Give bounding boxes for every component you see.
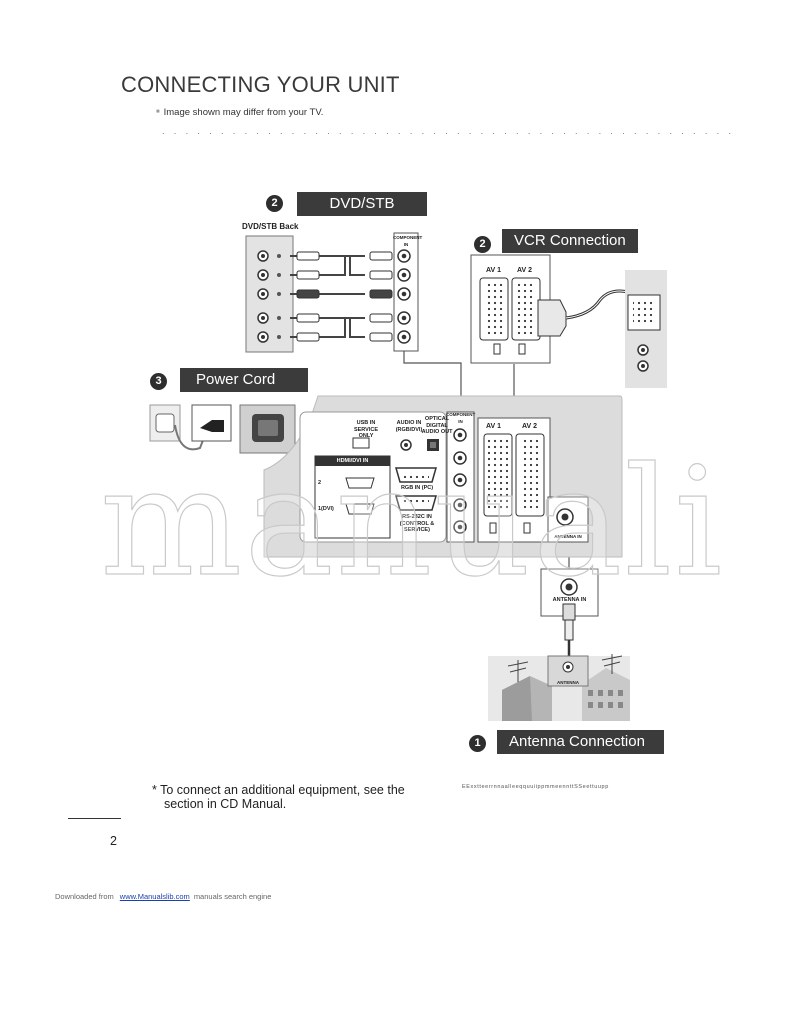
- image-note: Image shown may differ from your TV.: [156, 107, 324, 118]
- antenna-in-box: [540, 568, 599, 658]
- usb-label: USB IN SERVICE ONLY: [353, 420, 379, 439]
- audio-in-label: AUDIO IN (RGB/DVI): [395, 420, 423, 433]
- downloaded-from-text: Downloaded from: [55, 892, 114, 901]
- panel-component-label: COMPONENT IN: [446, 412, 476, 424]
- rgb-in-label: RGB IN (PC): [400, 485, 434, 491]
- rca-plugs: [296, 251, 393, 342]
- antenna-scene: [488, 654, 630, 721]
- vcr-av1-label: AV 1: [486, 267, 502, 274]
- page-title: CONNECTING YOUR UNIT: [121, 72, 400, 97]
- dotted-rule: . . . . . . . . . . . . . . . . . . . . …: [162, 126, 735, 136]
- power-step-badge: 3: [150, 373, 167, 390]
- rs232-label: RS-232C IN (CONTROL & SERVICE): [399, 514, 435, 533]
- footnote-line-2: section in CD Manual.: [164, 797, 287, 811]
- panel-av2-label: AV 2: [522, 423, 538, 430]
- antenna-connection-label: Antenna Connection: [497, 730, 664, 754]
- page-number-rule: [68, 818, 121, 819]
- optical-label: OPTICAL DIGITAL AUDIO OUT: [421, 416, 453, 435]
- section-tiny-text: EExxtteerrnnaalleeqquuiippmmeennttSSeett…: [462, 784, 609, 790]
- antenna-wall-label: ANTENNA: [557, 680, 579, 685]
- page-number: 2: [110, 834, 117, 848]
- antenna-step-badge: 1: [469, 735, 486, 752]
- vcr-box: [470, 254, 629, 364]
- power-cord: [149, 404, 296, 454]
- panel-antenna-in-label: ANTENNA IN: [554, 534, 582, 539]
- footnote: * To connect an additional equipment, se…: [152, 783, 405, 811]
- dvd-back-panel: [245, 235, 294, 353]
- vcr-device: [625, 270, 667, 388]
- panel-av1-label: AV 1: [486, 423, 502, 430]
- vcr-step-badge: 2: [474, 236, 491, 253]
- dvd-stb-label: DVD/STB: [297, 192, 427, 216]
- manualslib-link[interactable]: www.Manualslib.com: [119, 892, 190, 901]
- hdmi-port-2-label: 2: [318, 480, 322, 486]
- dvd-back-label: DVD/STB Back: [242, 222, 299, 231]
- component-in-label: COMPONENT IN: [393, 235, 423, 247]
- hdmi-label: HDMI/DVI IN: [336, 458, 369, 464]
- footnote-line-1: * To connect an additional equipment, se…: [152, 783, 405, 797]
- antenna-in-box-label: ANTENNA IN: [552, 597, 587, 603]
- power-cord-label: Power Cord: [180, 368, 308, 392]
- tv-back-panel: [263, 395, 623, 558]
- search-engine-text: manuals search engine: [193, 892, 272, 901]
- dvd-step-badge: 2: [266, 195, 283, 212]
- hdmi-port-1-label: 1(DVI): [318, 506, 334, 512]
- vcr-av2-label: AV 2: [517, 267, 533, 274]
- component-strip-top: [393, 232, 419, 352]
- vcr-connection-label: VCR Connection: [502, 229, 638, 253]
